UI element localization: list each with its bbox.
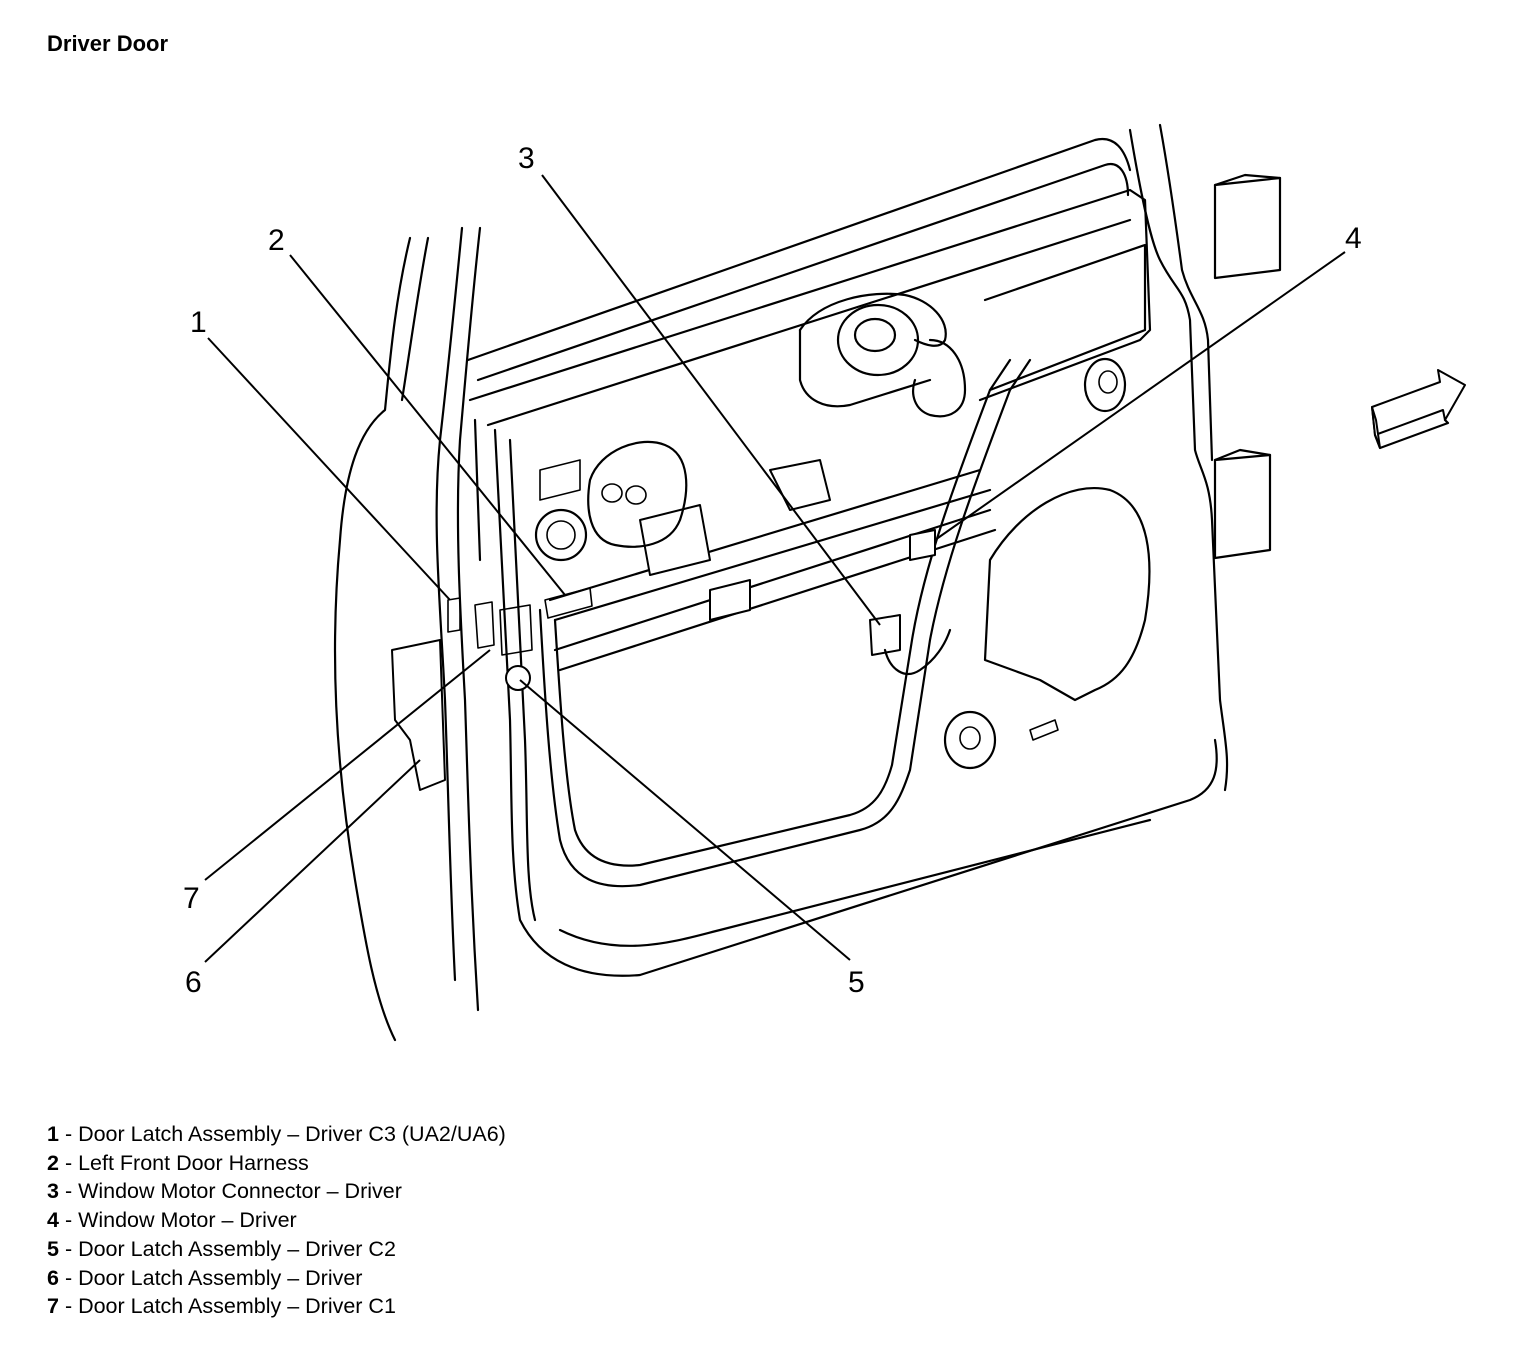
latch-area bbox=[391, 587, 952, 791]
legend-label: Window Motor – Driver bbox=[78, 1208, 297, 1233]
legend-number: 1 bbox=[47, 1122, 59, 1146]
legend-item: 2 - Left Front Door Harness bbox=[47, 1149, 506, 1178]
callout-3: 3 bbox=[518, 142, 535, 175]
leader-1 bbox=[207, 337, 451, 601]
door-frame bbox=[333, 123, 1229, 1042]
legend: 1 - Door Latch Assembly – Driver C3 (UA2… bbox=[47, 1120, 506, 1321]
legend-separator: - bbox=[58, 1122, 79, 1146]
leader-7 bbox=[204, 649, 491, 881]
legend-item: 6 - Door Latch Assembly – Driver bbox=[47, 1264, 506, 1293]
legend-label: Door Latch Assembly – Driver C3 (UA2/UA6… bbox=[78, 1122, 506, 1146]
legend-number: 3 bbox=[47, 1179, 59, 1204]
legend-item: 3 - Window Motor Connector – Driver bbox=[47, 1177, 506, 1206]
legend-item: 4 - Window Motor – Driver bbox=[47, 1206, 506, 1235]
leader-lines bbox=[204, 174, 1346, 963]
legend-item: 5 - Door Latch Assembly – Driver C2 bbox=[47, 1235, 506, 1264]
legend-separator: - bbox=[58, 1294, 79, 1319]
legend-label: Window Motor Connector – Driver bbox=[78, 1179, 402, 1204]
callout-6: 6 bbox=[185, 966, 202, 999]
callout-5: 5 bbox=[848, 966, 865, 999]
legend-separator: - bbox=[58, 1179, 79, 1204]
legend-number: 7 bbox=[47, 1294, 59, 1319]
legend-separator: - bbox=[58, 1265, 79, 1290]
legend-label: Left Front Door Harness bbox=[78, 1150, 309, 1175]
legend-item: 1 - Door Latch Assembly – Driver C3 (UA2… bbox=[47, 1120, 506, 1149]
access-holes bbox=[534, 357, 1151, 770]
leader-5 bbox=[519, 679, 851, 961]
direction-arrow-icon bbox=[1371, 369, 1466, 450]
callout-7: 7 bbox=[183, 882, 200, 915]
leader-2 bbox=[289, 254, 566, 596]
legend-separator: - bbox=[58, 1236, 79, 1261]
hinge-blocks bbox=[1213, 173, 1282, 560]
legend-item: 7 - Door Latch Assembly – Driver C1 bbox=[47, 1292, 506, 1321]
legend-label: Door Latch Assembly – Driver C2 bbox=[78, 1236, 396, 1261]
leader-3 bbox=[541, 174, 881, 626]
legend-number: 6 bbox=[47, 1265, 59, 1290]
legend-label: Door Latch Assembly – Driver C1 bbox=[78, 1294, 396, 1319]
leader-4 bbox=[934, 251, 1346, 541]
legend-separator: - bbox=[58, 1208, 79, 1233]
callout-4: 4 bbox=[1345, 222, 1362, 255]
legend-number: 2 bbox=[47, 1150, 59, 1175]
callout-2: 2 bbox=[268, 224, 285, 257]
leader-6 bbox=[204, 759, 421, 963]
diagram-title: Driver Door bbox=[47, 31, 169, 56]
legend-number: 5 bbox=[47, 1236, 59, 1261]
callout-1: 1 bbox=[190, 306, 207, 339]
callout-numbers: 1 2 3 4 5 6 7 bbox=[183, 142, 1362, 999]
door-handle-area bbox=[798, 243, 1147, 418]
legend-number: 4 bbox=[47, 1208, 59, 1233]
legend-separator: - bbox=[58, 1150, 79, 1175]
legend-label: Door Latch Assembly – Driver bbox=[78, 1265, 363, 1290]
